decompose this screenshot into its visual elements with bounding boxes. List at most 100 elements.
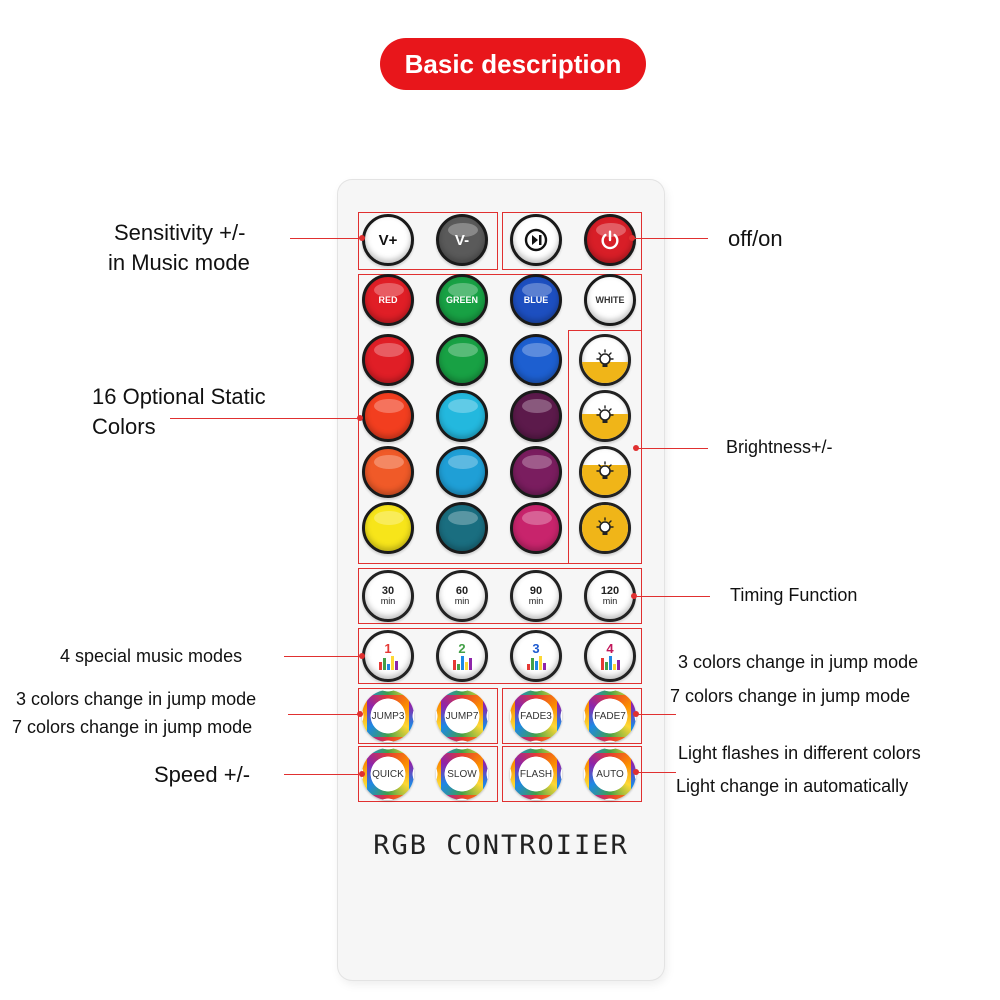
play-pause-button[interactable] [510,214,562,266]
static-color-button[interactable] [510,390,562,442]
brightness-button[interactable] [579,502,631,554]
static-color-button[interactable] [436,390,488,442]
brand-label: RGB CONTROIIER [373,830,629,861]
timer-90-number: 90 [529,585,543,597]
jump3-label: JUMP3 [371,710,405,722]
leader-dot [359,771,365,777]
quick-label: QUICK [372,768,404,780]
equalizer-icon [600,656,620,670]
static-color-button[interactable] [510,502,562,554]
timer-30-unit: min [380,596,396,606]
static-color-button[interactable] [436,446,488,498]
timer-60-button[interactable]: 60 min [436,570,488,622]
brightness-button[interactable] [579,390,631,442]
vminus-button[interactable]: V- [436,214,488,266]
bulb-icon [596,517,614,535]
timer-60-number: 60 [455,585,469,597]
annotation-timing: Timing Function [730,585,858,605]
annotation-speed: Speed +/- [154,762,251,787]
jump7-button[interactable]: JUMP7 [436,690,488,742]
flash-button[interactable]: FLASH [510,748,562,800]
music-mode-1-label: 1 [384,641,392,656]
bulb-icon [596,461,614,479]
fade3-label: FADE3 [520,710,552,722]
brightness-button[interactable] [579,334,631,386]
leader-line [636,448,708,449]
header-title: Basic description [380,38,646,90]
quick-button[interactable]: QUICK [362,748,414,800]
power-button[interactable] [584,214,636,266]
leader-dot [357,415,363,421]
white-button[interactable]: WHITE [584,274,636,326]
music-mode-3-button[interactable]: 3 [510,630,562,682]
music-mode-4-button[interactable]: 4 [584,630,636,682]
leader-line [284,656,362,657]
timer-120-number: 120 [600,585,620,597]
blue-label: BLUE [523,295,549,305]
leader-line [290,238,362,239]
static-color-button[interactable] [362,502,414,554]
slow-button[interactable]: SLOW [436,748,488,800]
static-color-button[interactable] [436,502,488,554]
slow-label: SLOW [447,768,477,780]
leader-dot [359,653,365,659]
music-mode-4-label: 4 [606,641,614,656]
timer-120-unit: min [602,596,618,606]
leader-dot [359,235,365,241]
jump3-button[interactable]: JUMP3 [362,690,414,742]
leader-line [632,238,708,239]
static-color-button[interactable] [362,390,414,442]
flash-label: FLASH [519,768,553,780]
fade3-button[interactable]: FADE3 [510,690,562,742]
static-color-button[interactable] [510,446,562,498]
group-brightness [568,330,642,564]
bulb-icon [596,349,614,367]
timer-120-button[interactable]: 120 min [584,570,636,622]
rgb-remote-controller: V+ V- RED GREEN BLUE WHITE 30 min 60 [338,180,664,980]
group-flash-auto [502,746,642,802]
bulb-icon [596,405,614,423]
power-icon [601,230,619,250]
leader-dot [357,711,363,717]
leader-line [634,596,710,597]
annotation-fade-right-1: 3 colors change in jump mode [678,652,919,672]
leader-line [288,714,360,715]
auto-button[interactable]: AUTO [584,748,636,800]
static-color-button[interactable] [436,334,488,386]
timer-30-number: 30 [381,585,395,597]
annotation-jump-left-1: 3 colors change in jump mode [16,689,257,709]
red-button[interactable]: RED [362,274,414,326]
blue-button[interactable]: BLUE [510,274,562,326]
annotation-brightness: Brightness+/- [726,437,833,457]
annotation-fade-right-2: 7 colors change in jump mode [670,686,911,706]
vminus-label: V- [454,231,470,249]
annotation-offon: off/on [728,226,783,251]
brightness-button[interactable] [579,446,631,498]
static-color-button[interactable] [362,334,414,386]
annotation-static-line1: 16 Optional Static [92,384,266,409]
timer-90-button[interactable]: 90 min [510,570,562,622]
annotation-auto: Light change in automatically [676,776,909,796]
static-color-button[interactable] [362,446,414,498]
timer-30-button[interactable]: 30 min [362,570,414,622]
leader-line [284,774,362,775]
play-pause-icon [524,228,548,252]
annotation-flash: Light flashes in different colors [678,743,921,763]
vplus-button[interactable]: V+ [362,214,414,266]
leader-line [636,772,676,773]
green-label: GREEN [445,295,478,305]
music-mode-2-button[interactable]: 2 [436,630,488,682]
annotation-static-line2: Colors [92,414,156,439]
music-mode-1-button[interactable]: 1 [362,630,414,682]
brightness-level-fill [582,362,628,383]
music-mode-3-label: 3 [532,641,540,656]
group-power [502,212,642,270]
fade7-button[interactable]: FADE7 [584,690,636,742]
timer-90-unit: min [528,596,544,606]
red-label: RED [378,295,398,305]
jump7-label: JUMP7 [445,710,479,722]
static-color-button[interactable] [510,334,562,386]
annotation-sensitivity-line1: Sensitivity +/- [114,220,246,245]
green-button[interactable]: GREEN [436,274,488,326]
white-label: WHITE [595,295,625,305]
